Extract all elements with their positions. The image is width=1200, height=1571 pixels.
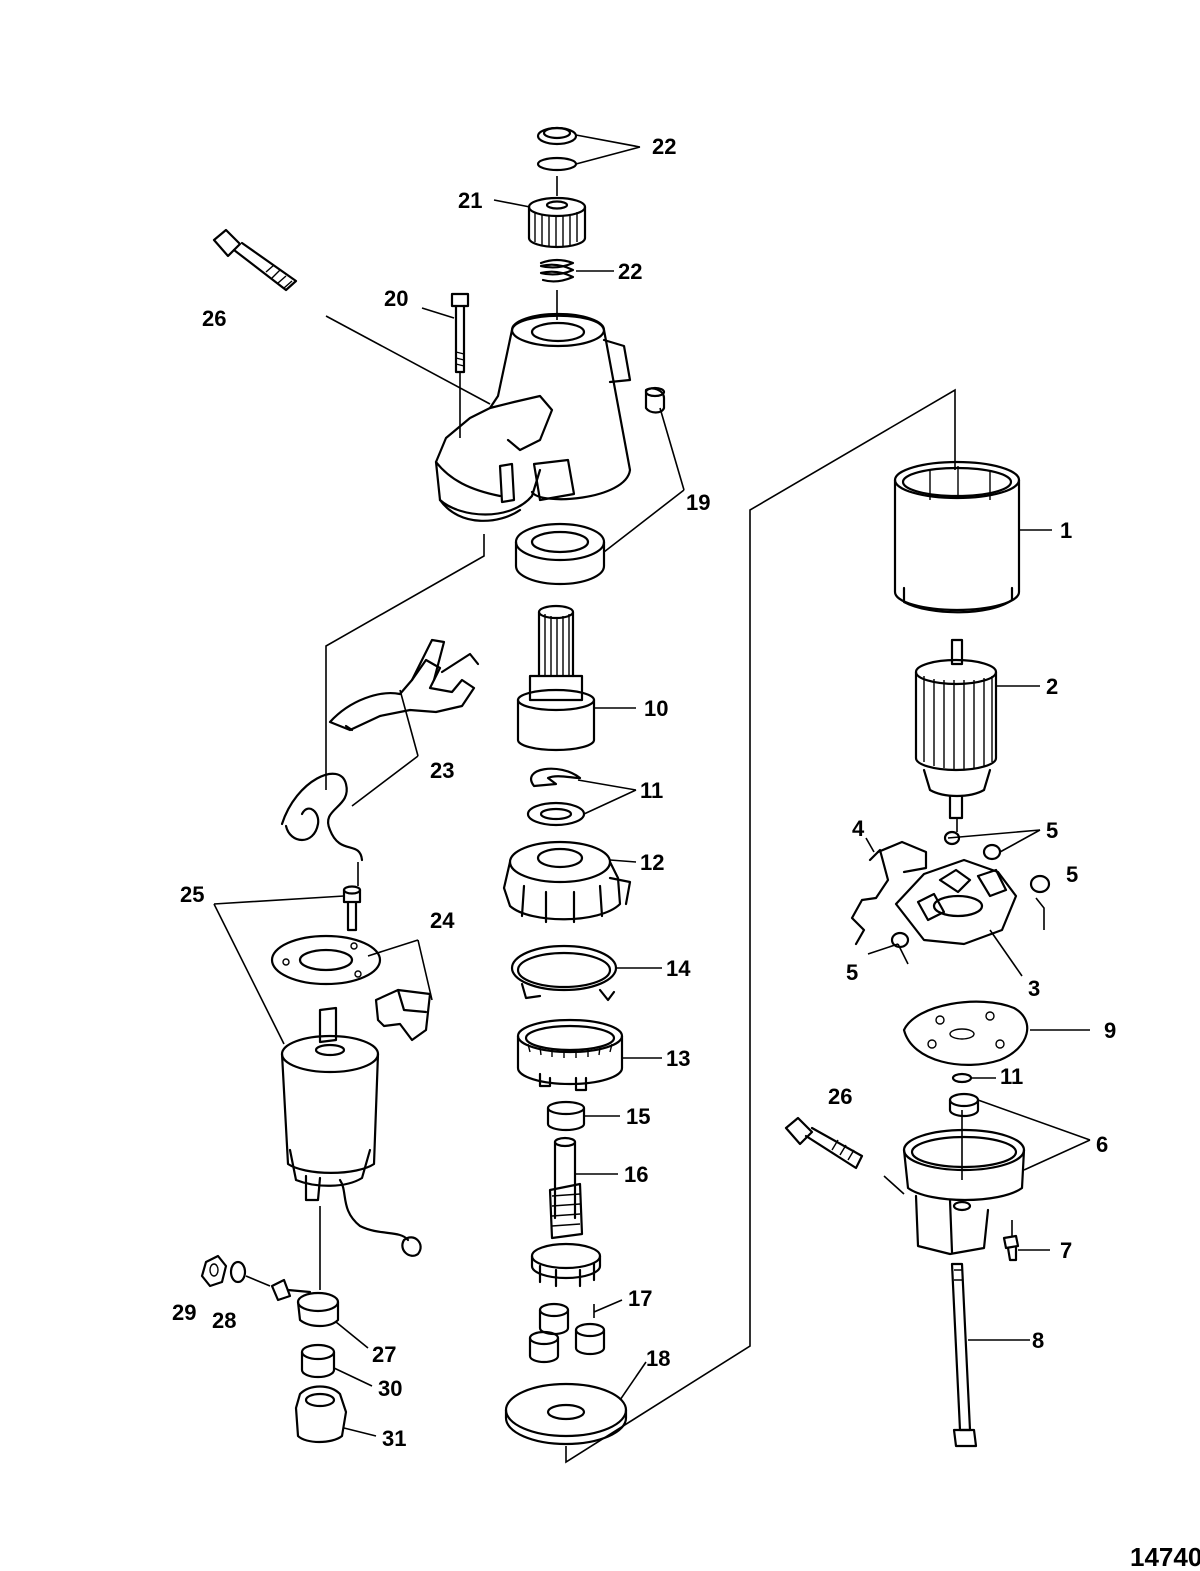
part-6-bushing <box>948 1092 980 1118</box>
part-9-plate <box>902 1000 1029 1066</box>
callout-10: 10 <box>644 696 668 721</box>
leader-lines <box>213 134 1091 1464</box>
part-1-field-frame <box>893 460 1021 614</box>
part-13-internal-gear <box>516 1018 624 1092</box>
part-14-ring <box>510 944 618 1002</box>
part-28-washer <box>229 1260 247 1284</box>
part-3-brush-holder <box>894 858 1018 946</box>
callout-14: 14 <box>666 956 691 981</box>
callout-22-spring: 22 <box>618 259 642 284</box>
callout-17: 17 <box>628 1286 652 1311</box>
callout-23: 23 <box>430 758 454 783</box>
callout-30: 30 <box>378 1376 402 1401</box>
part-4-brush-lead <box>850 840 928 946</box>
callout-26-upper: 26 <box>202 306 226 331</box>
part-25-screw <box>342 885 362 932</box>
part-11-e-clip <box>530 767 582 788</box>
part-8-through-bolt <box>950 1262 978 1448</box>
callout-15: 15 <box>626 1104 650 1129</box>
part-20-through-bolt <box>450 292 470 374</box>
callout-12: 12 <box>640 850 664 875</box>
part-30-nut <box>300 1343 336 1379</box>
part-25-solenoid <box>280 1006 422 1257</box>
part-15-bushing <box>546 1100 586 1132</box>
callout-labels: 22 21 22 20 26 19 1 2 10 23 11 4 5 12 5 … <box>172 134 1116 1451</box>
part-12-gear-housing <box>502 840 632 924</box>
callout-11-center: 11 <box>640 778 663 803</box>
part-21-pinion-gear <box>527 196 587 249</box>
callout-3: 3 <box>1028 976 1040 1001</box>
callout-2: 2 <box>1046 674 1058 699</box>
callout-22-top: 22 <box>652 134 676 159</box>
part-2-armature <box>914 638 998 820</box>
part-24-contact <box>374 988 432 1042</box>
callout-11-right: 11 <box>1000 1064 1023 1089</box>
callout-27: 27 <box>372 1342 396 1367</box>
part-11-washer-small <box>951 1072 973 1084</box>
part-23-lever <box>328 638 480 732</box>
part-19-bearing <box>514 522 606 586</box>
callout-5-upper: 5 <box>1046 818 1058 843</box>
callout-5-lower: 5 <box>846 960 858 985</box>
callout-21: 21 <box>458 188 482 213</box>
part-27-terminal-assembly <box>270 1278 340 1328</box>
callout-26-lower: 26 <box>828 1084 852 1109</box>
callout-20: 20 <box>384 286 408 311</box>
callout-31: 31 <box>382 1426 406 1451</box>
callout-8: 8 <box>1032 1328 1044 1353</box>
callout-25: 25 <box>180 882 204 907</box>
part-31-boot <box>294 1385 348 1444</box>
part-19-bushing-small <box>644 386 666 414</box>
drive-end-housing <box>434 312 632 522</box>
callout-16: 16 <box>624 1162 648 1187</box>
callout-6: 6 <box>1096 1132 1108 1157</box>
callout-19: 19 <box>686 490 710 515</box>
part-16-planet-shaft <box>530 1136 602 1288</box>
callout-9: 9 <box>1104 1018 1116 1043</box>
callout-5-right: 5 <box>1066 862 1078 887</box>
callout-28: 28 <box>212 1308 236 1333</box>
part-5-spring-b <box>982 843 1002 861</box>
part-26-bolt-upper <box>212 228 298 292</box>
figure-number: 14740 <box>1130 1542 1200 1571</box>
callout-29: 29 <box>172 1300 196 1325</box>
callout-4: 4 <box>852 816 865 841</box>
part-22-spring <box>539 258 575 283</box>
part-26-bolt-lower <box>784 1116 864 1170</box>
part-10-drive-assembly <box>516 604 596 752</box>
part-6-end-housing <box>902 1128 1026 1256</box>
callout-24: 24 <box>430 908 455 933</box>
part-22-rings <box>536 126 578 172</box>
part-11-washer <box>526 801 586 827</box>
part-5-spring-c <box>1029 874 1051 894</box>
part-25-gasket <box>270 934 382 986</box>
callout-13: 13 <box>666 1046 690 1071</box>
part-5-spring-a <box>943 830 961 846</box>
callout-18: 18 <box>646 1346 670 1371</box>
part-23-spring-wire <box>280 772 364 862</box>
part-29-nut <box>200 1254 228 1288</box>
part-7-screw <box>1002 1234 1020 1262</box>
callout-1: 1 <box>1060 518 1072 543</box>
callout-7: 7 <box>1060 1238 1072 1263</box>
part-17-planet-gears <box>528 1302 606 1364</box>
